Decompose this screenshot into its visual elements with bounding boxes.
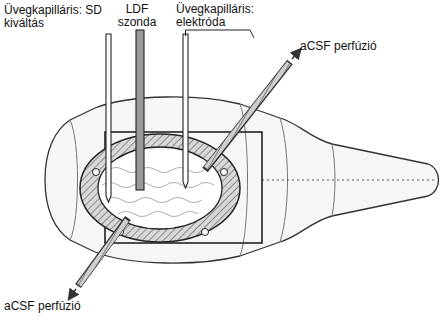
ldf-probe-label: LDF szonda bbox=[112, 3, 162, 29]
perfusion-tube-in-fill bbox=[206, 63, 289, 168]
electrode-wire bbox=[186, 30, 255, 38]
electrode-capillary bbox=[183, 34, 188, 188]
perfusion-label: aCSF perfúzió bbox=[4, 300, 81, 313]
sd-capillary-label: Üvegkapilláris: SD kiváltás bbox=[4, 4, 104, 30]
perfusion-tube-out-fill bbox=[79, 220, 127, 285]
perfusion-arrow-out bbox=[71, 289, 76, 296]
perfusion-tube-in bbox=[205, 62, 290, 170]
perfusion-label: aCSF perfúzió bbox=[300, 40, 377, 53]
sd-capillary bbox=[106, 34, 111, 202]
perfusion-tube-out bbox=[78, 218, 128, 286]
screws bbox=[93, 169, 228, 236]
midline bbox=[262, 180, 436, 181]
dental-cement-ring bbox=[80, 134, 240, 242]
perfusion-arrow-in bbox=[292, 52, 298, 59]
cranial-window bbox=[98, 147, 222, 229]
ldf-probe bbox=[136, 30, 144, 190]
electrode-label: Üvegkapilláris: elektróda bbox=[176, 3, 268, 29]
brain-surface bbox=[102, 168, 214, 217]
